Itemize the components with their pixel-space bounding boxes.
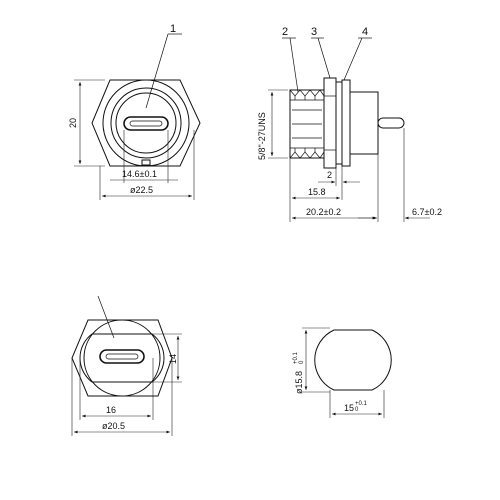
outer-dia-label: ø22.5 [130,185,153,195]
cutout-dia-label: ø15.8 [294,371,304,394]
height-14-label: 14 [168,354,178,364]
callout-3: 3 [311,26,317,38]
callout-2: 2 [282,26,288,38]
front-view-top: 1 20 14.6±0.1 ø22.5 [68,23,201,200]
body-len-label: 20.2±0.2 [306,207,341,217]
cutout-dia-tol-lower: 0 [299,360,305,364]
cutout-flat-label: 15 [344,403,354,413]
thread-teeth [289,89,325,159]
pin-len-label: 6.7±0.2 [412,207,442,217]
slot-width-16-label: 16 [106,405,116,415]
height-20-label: 20 [68,118,78,128]
callout-4: 4 [362,26,368,38]
cutout-flat-tol-upper: +0.1 [355,401,368,407]
callout-1: 1 [170,23,176,35]
front-view-bottom: 14 16 ø20.5 [71,295,182,436]
outer-dia-20-5-label: ø20.5 [102,421,125,431]
side-view: 2 3 4 5/8"-27UNS 2 15.8 20.2±0.2 6.7±0.2 [257,26,442,222]
panel-cutout-view: ø15.8 +0.1 0 15 +0.1 0 [293,327,392,418]
thread-len-label: 15.8 [308,187,326,197]
slot-width-label: 14.6±0.1 [122,169,157,179]
cutout-flat-tol-lower: 0 [355,407,359,413]
flange-label: 2 [327,170,332,180]
thread-label: 5/8"-27UNS [257,112,267,160]
cutout-dia-tol-upper: +0.1 [293,351,299,364]
